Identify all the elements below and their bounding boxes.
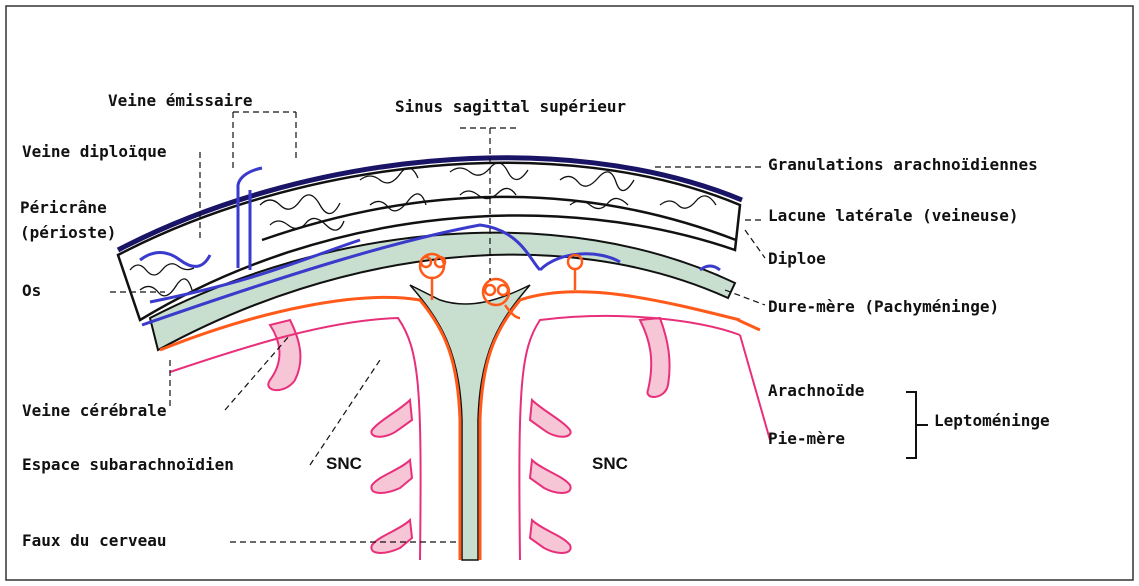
label-granulations: Granulations arachnoïdiennes	[768, 156, 1038, 174]
label-faux-cerveau: Faux du cerveau	[22, 532, 167, 550]
label-sinus-sagittal: Sinus sagittal supérieur	[395, 98, 626, 116]
label-espace-subarachnoidien: Espace subarachnoïdien	[22, 456, 234, 474]
label-veine-emissaire: Veine émissaire	[108, 92, 253, 110]
label-snc-left: SNC	[326, 455, 362, 473]
falx-cerebri	[410, 285, 530, 560]
label-perioste: (périoste)	[20, 224, 116, 242]
label-pie-mere: Pie-mère	[768, 430, 845, 448]
label-lacune: Lacune latérale (veineuse)	[768, 207, 1018, 225]
label-arachnoide: Arachnoïde	[768, 382, 864, 400]
label-veine-cerebrale: Veine cérébrale	[22, 402, 167, 420]
label-os: Os	[22, 282, 41, 300]
label-dure-mere: Dure-mère (Pachyméninge)	[768, 298, 999, 316]
label-diploe: Diploe	[768, 250, 826, 268]
label-leptomeninge: Leptoméninge	[934, 412, 1050, 430]
leptomeninge-brace	[906, 392, 928, 458]
label-pericrane: Péricrâne	[20, 199, 107, 217]
label-snc-right: SNC	[592, 455, 628, 473]
label-veine-diploique: Veine diploïque	[22, 143, 167, 161]
